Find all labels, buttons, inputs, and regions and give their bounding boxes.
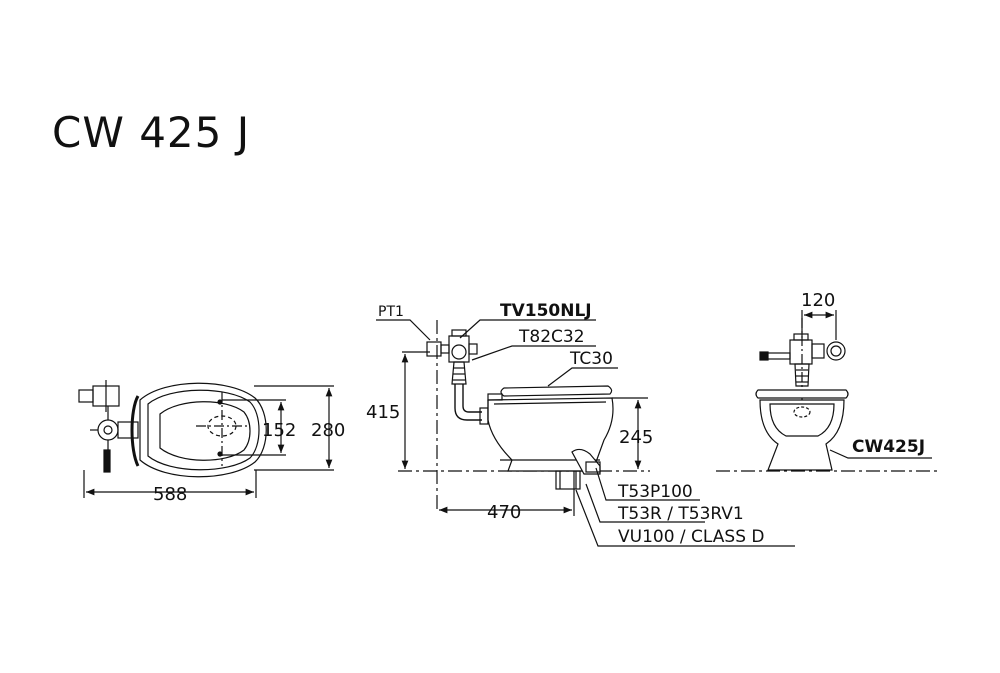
dim-hole-spacing: 152	[262, 420, 296, 441]
front-view	[716, 310, 938, 472]
dim-rough-in: 470	[487, 502, 521, 523]
label-flange: T53P100	[617, 482, 693, 502]
drawing-title: CW 425 J	[52, 108, 251, 157]
front-bowl	[759, 399, 845, 471]
label-class: VU100 / CLASS D	[618, 527, 765, 547]
label-trap: T53R / T53RV1	[617, 504, 744, 524]
dim-length: 588	[153, 484, 187, 505]
front-flush-valve	[759, 333, 846, 387]
plan-view	[78, 380, 334, 498]
dim-width: 280	[311, 420, 345, 441]
label-connector: T82C32	[518, 327, 585, 347]
plan-flush-valve	[78, 380, 139, 473]
label-pt1: PT1	[378, 304, 404, 320]
front-seat	[755, 389, 849, 399]
side-connector-pipe	[454, 384, 482, 421]
side-floor-flange	[555, 448, 601, 490]
side-seat	[487, 385, 613, 401]
side-flush-valve	[426, 329, 478, 385]
dim-valve-offset: 120	[801, 290, 835, 311]
plan-bowl	[130, 382, 267, 478]
side-view	[376, 319, 795, 547]
label-flush-valve: TV150NLJ	[500, 301, 592, 321]
dim-rim-height: 245	[619, 427, 653, 448]
label-seat: TC30	[569, 349, 613, 369]
dim-height: 415	[366, 402, 400, 423]
label-model: CW425J	[852, 437, 925, 457]
